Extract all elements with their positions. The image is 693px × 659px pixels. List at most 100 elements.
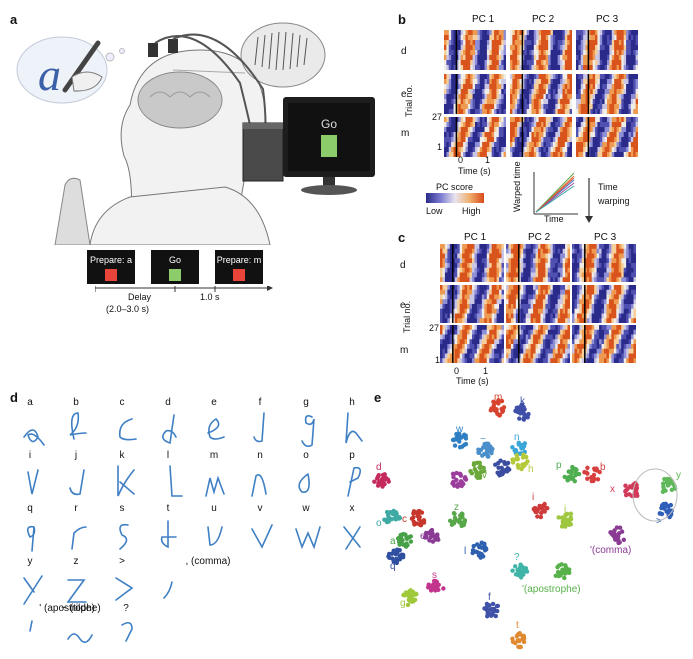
cluster [510, 562, 530, 580]
cluster-label: ~ [480, 434, 486, 445]
pc-title: PC 2 [528, 232, 551, 243]
cluster-label: b [600, 462, 606, 473]
cluster [450, 470, 469, 489]
down-arrow-icon [585, 178, 593, 223]
cluster [660, 476, 678, 494]
trial-tick: 27 [429, 323, 440, 333]
character-label: t [166, 503, 170, 514]
cluster [426, 578, 446, 593]
svg-text:a: a [38, 49, 61, 100]
character-label: j [74, 450, 78, 461]
pc-title: PC 3 [594, 232, 617, 243]
heatmap-cell [510, 74, 572, 114]
character-label: i [28, 450, 32, 461]
cluster-label: k [520, 396, 526, 407]
handwritten-trace [205, 475, 225, 497]
character-label: r [74, 503, 78, 514]
cluster [447, 510, 468, 529]
go-square-icon [321, 135, 337, 157]
pc-title: PC 3 [596, 14, 619, 25]
trial-tick: 1 [435, 355, 441, 365]
cluster-label: p [556, 460, 562, 471]
cluster [510, 452, 530, 472]
handwritten-trace [301, 415, 315, 447]
handwritten-trace [298, 473, 310, 493]
cluster [470, 540, 489, 560]
handwritten-trace [295, 526, 321, 550]
character-label: l [166, 450, 170, 461]
cluster-label: i [532, 492, 534, 503]
trial-tick: 1 [437, 142, 443, 152]
character-label: , (comma) [185, 556, 231, 567]
handwritten-trace [66, 579, 87, 603]
cluster [401, 588, 419, 608]
row-label: e [401, 89, 407, 100]
heatmap-cell [444, 74, 506, 114]
cluster [562, 464, 582, 484]
cluster [422, 527, 441, 544]
brain-icon [137, 71, 223, 129]
handwritten-trace [29, 620, 33, 632]
character-label: v [257, 503, 263, 514]
warp-xlabel: Time [544, 214, 564, 224]
red-square-icon [105, 269, 117, 281]
cluster-label: w [455, 424, 464, 435]
heatmap-cell [440, 244, 504, 282]
character-label: h [349, 397, 355, 408]
character-label: o [303, 450, 309, 461]
handwritten-trace [71, 526, 87, 550]
cluster-label: d [376, 462, 382, 473]
go-duration-label: 1.0 s [200, 292, 220, 302]
character-label: e [211, 397, 217, 408]
cluster [488, 398, 507, 418]
cue-box-prepare-m: Prepare: m [215, 250, 263, 284]
cluster-label: c [402, 514, 407, 525]
svg-text:Go: Go [321, 117, 337, 131]
cluster [386, 547, 406, 566]
handwritten-trace [23, 429, 45, 446]
cluster [468, 460, 487, 481]
row-label: d [401, 46, 407, 57]
cluster-label: '(apostrophe) [522, 584, 581, 595]
cluster [608, 525, 626, 546]
cluster [395, 531, 414, 549]
character-label: d [165, 397, 171, 408]
handwritten-trace [160, 520, 177, 549]
body-icon [89, 186, 271, 245]
character-label: s [119, 503, 125, 514]
row-label: m [401, 128, 410, 139]
connector-icon [148, 43, 158, 57]
character-label: > [119, 556, 125, 567]
time-axis-label: Time (s) [458, 166, 491, 176]
row-label: d [400, 260, 406, 271]
row-label: e [400, 300, 406, 311]
cluster-label: f [488, 592, 491, 603]
cluster [476, 441, 495, 459]
cluster [372, 472, 391, 489]
trial-axis-label: Trial no. [404, 84, 414, 117]
trial-axis-label: Trial no. [402, 300, 412, 333]
heatmap-cell [572, 325, 636, 363]
cluster-label: s [432, 570, 437, 581]
handwritten-trace [115, 577, 134, 601]
character-label: q [27, 503, 33, 514]
cluster-label: v [482, 470, 487, 481]
cluster [623, 480, 640, 499]
handwritten-trace [118, 418, 137, 441]
character-label: y [27, 556, 33, 567]
time-tick: 1 [483, 366, 489, 376]
cluster-label: m [494, 392, 502, 403]
panel-a-label: a [10, 12, 18, 27]
character-label: b [73, 397, 79, 408]
heatmap-cell [506, 244, 570, 282]
pc-title: PC 1 [464, 232, 487, 243]
character-label: n [257, 450, 263, 461]
colorbar-high: High [462, 206, 481, 216]
handwritten-trace [26, 525, 36, 552]
cluster-label: '(comma) [590, 545, 631, 556]
cue-box-prepare-a: Prepare: a [87, 250, 135, 284]
handwritten-trace [119, 523, 129, 550]
heatmap-cell [572, 244, 636, 282]
cluster-label: e [420, 531, 426, 542]
cluster-label: x [610, 484, 615, 495]
